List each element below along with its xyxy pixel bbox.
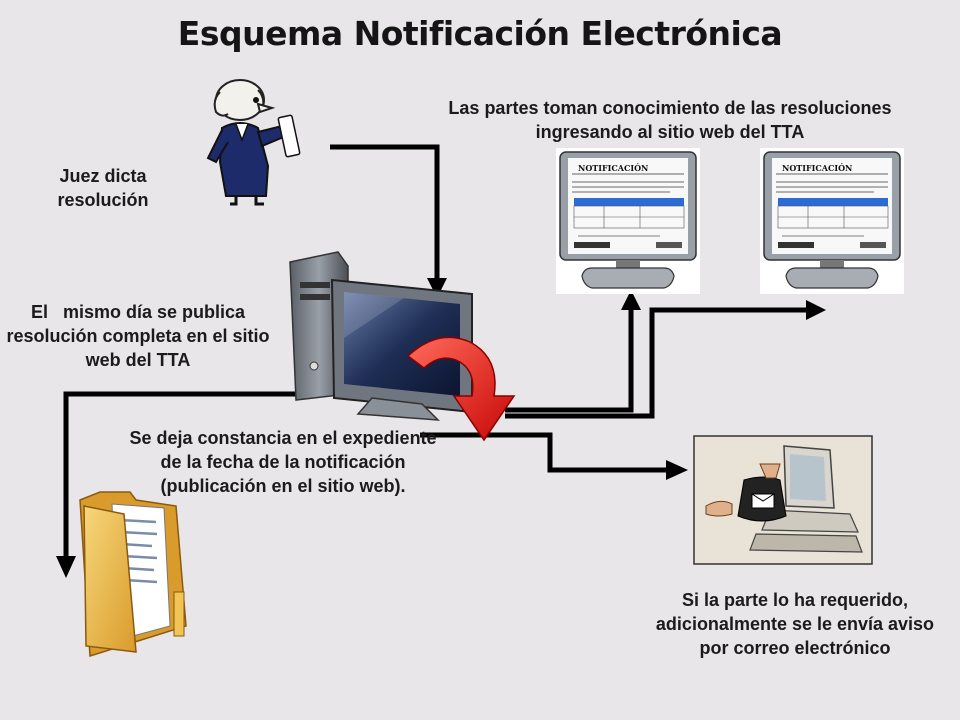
judge-caption: Juez dicta resolución: [57, 166, 149, 210]
arrowhead-right-email: [666, 460, 688, 480]
arrowhead-up-monitor-1: [621, 290, 641, 310]
arrow-computer-to-monitor-1: [505, 308, 634, 413]
arrowhead-down-computer: [427, 278, 447, 298]
publication-caption: El mismo día se publica resolución compl…: [6, 302, 275, 370]
page-title: Esquema Notificación Electrónica: [177, 14, 783, 53]
arrow-computer-to-email: [420, 432, 668, 473]
arrow-computer-to-monitor-2: [505, 307, 808, 419]
folder-icon: [79, 491, 187, 658]
curved-arrow-icon: [406, 336, 516, 442]
monitor-icon: NOTIFICACIÓN: [760, 148, 904, 294]
monitor-2-doc-heading: NOTIFICACIÓN: [782, 163, 852, 173]
computer-icon: [289, 251, 473, 421]
email-notice-caption: Si la parte lo ha requerido, adicionalme…: [655, 590, 935, 658]
arrowhead-down-folder: [56, 556, 76, 578]
arrow-computer-to-folder: [63, 391, 358, 560]
parties-caption: Las partes toman conocimiento de las res…: [448, 98, 892, 142]
arrow-judge-to-computer: [330, 144, 440, 280]
connector-arrows: [63, 144, 808, 560]
monitor-icon: NOTIFICACIÓN: [556, 148, 700, 294]
arrowhead-right-monitor-2: [806, 300, 826, 320]
email-computer-icon: [693, 435, 873, 565]
judge-icon: [206, 79, 301, 206]
record-caption: Se deja constancia en el expediente de l…: [129, 428, 437, 496]
monitor-1-doc-heading: NOTIFICACIÓN: [578, 163, 648, 173]
